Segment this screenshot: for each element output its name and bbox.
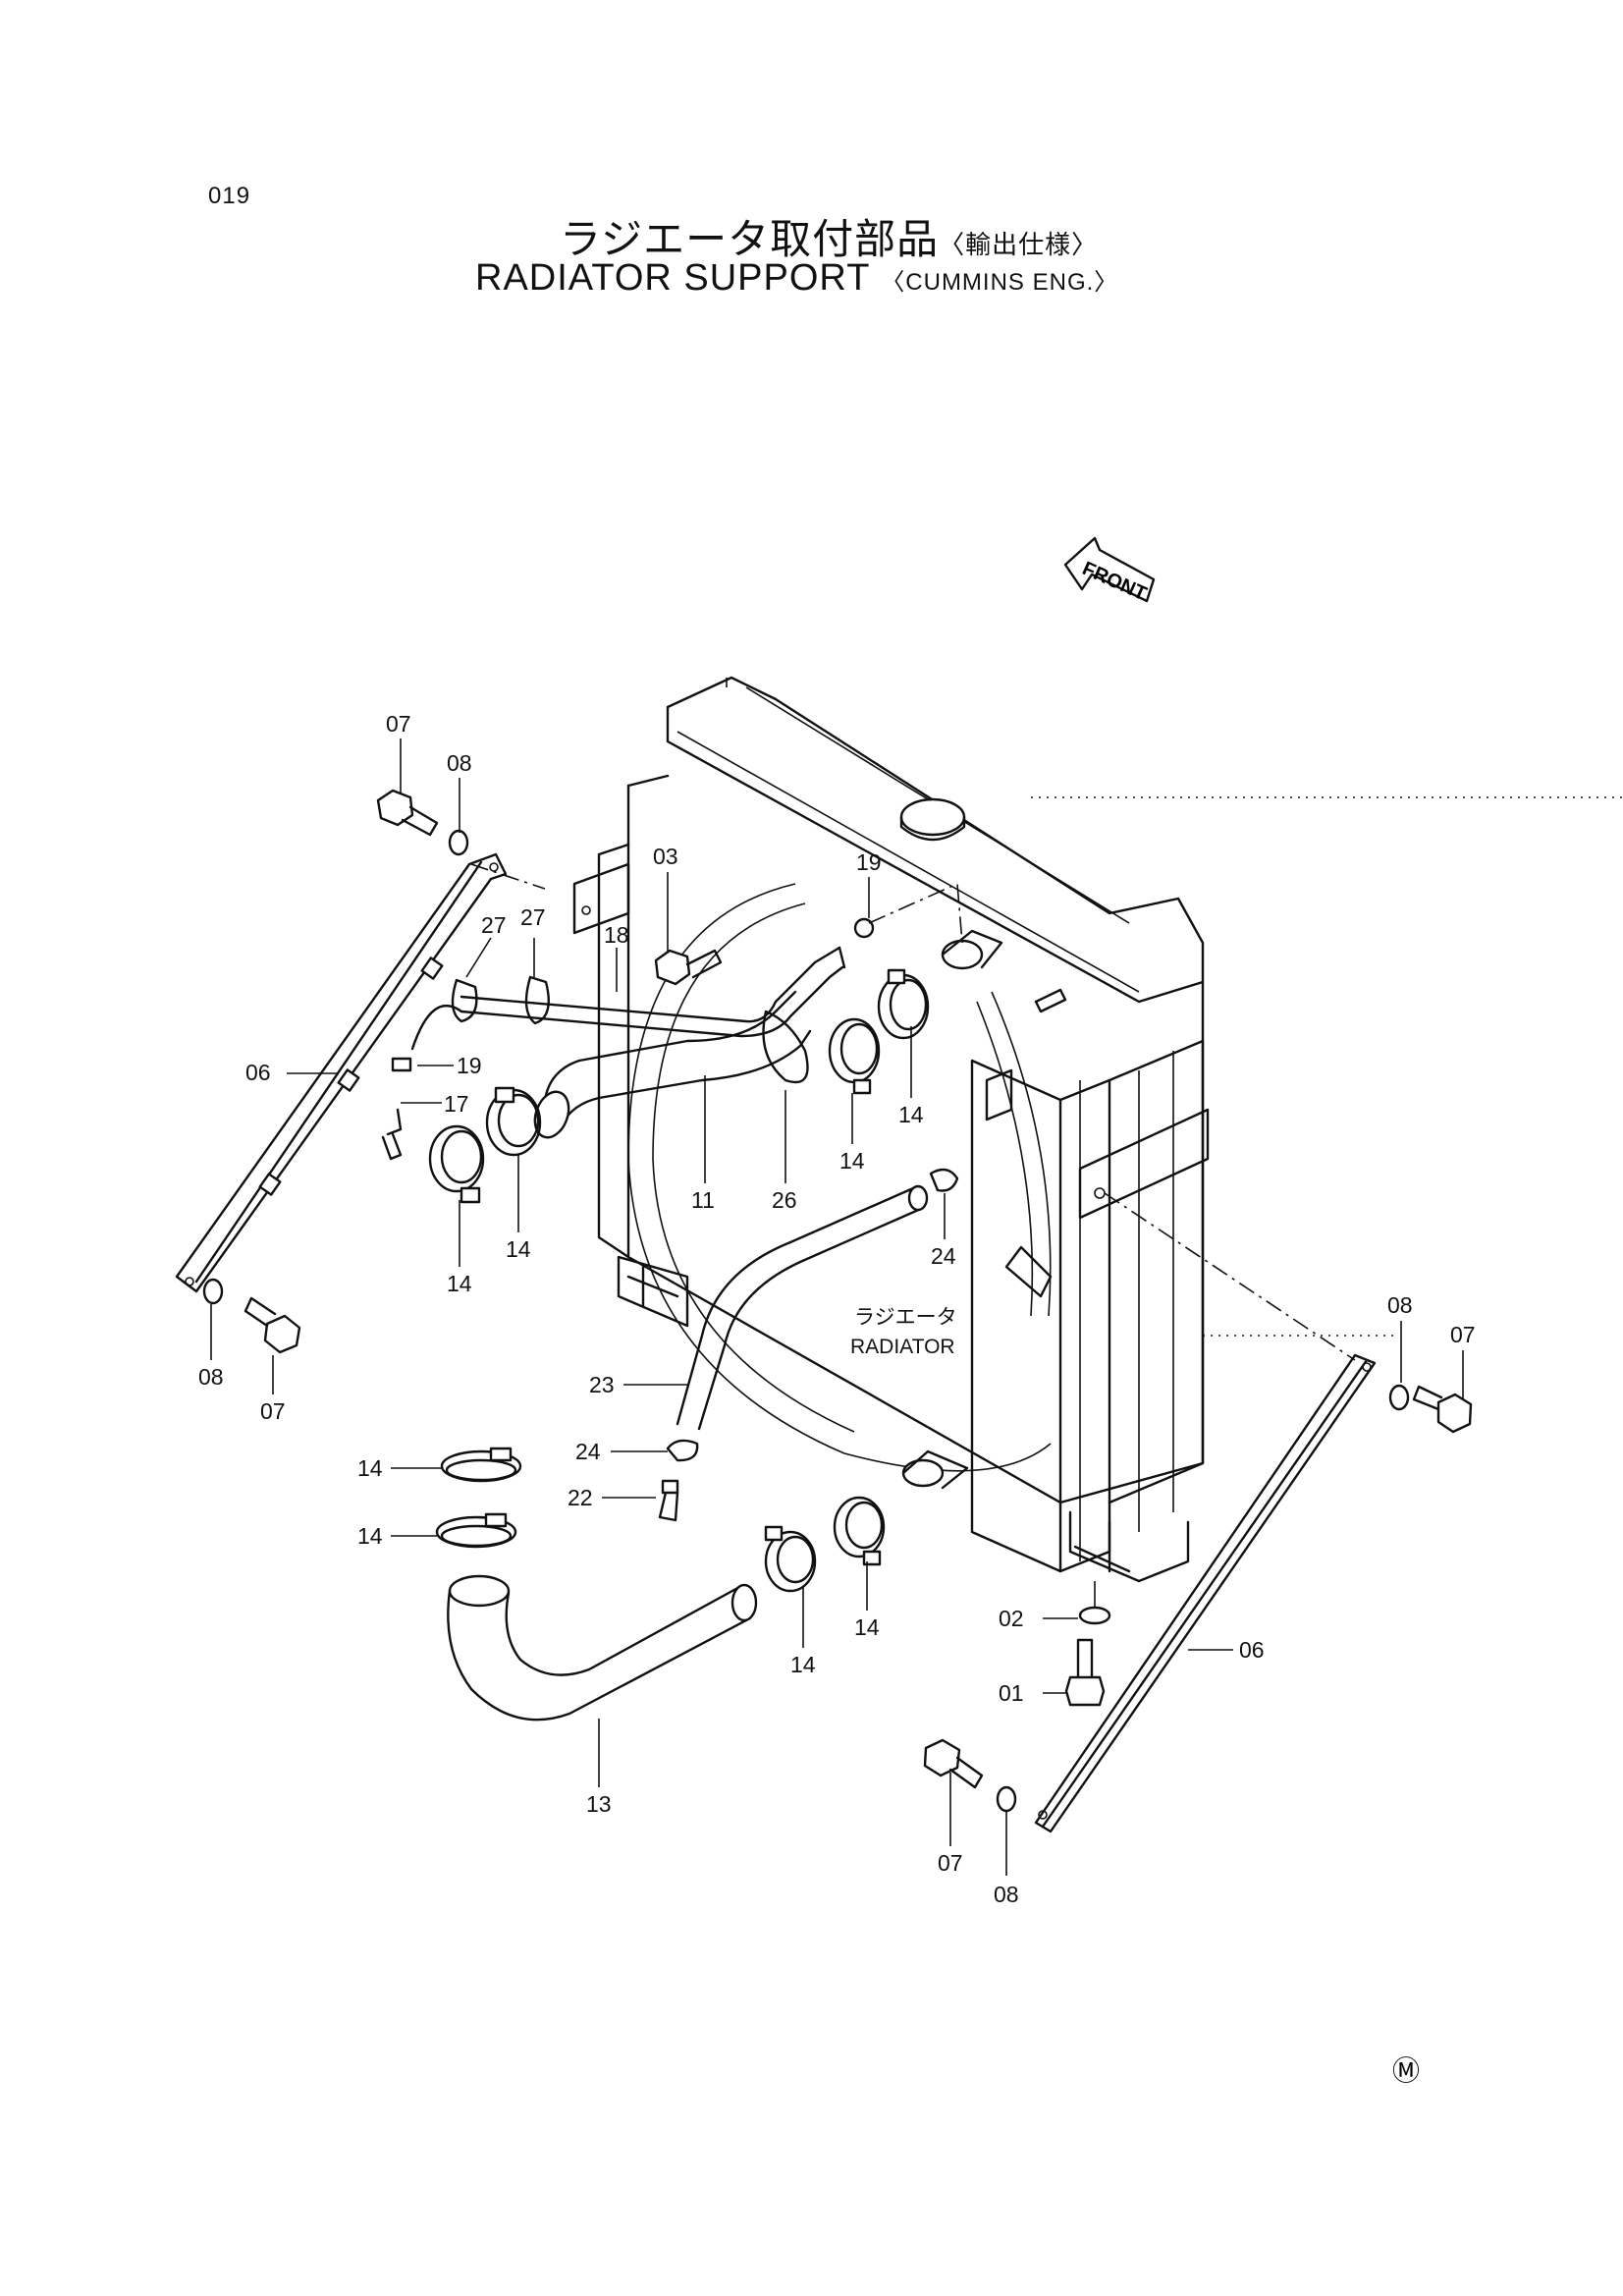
- title-english: RADIATOR SUPPORT 〈CUMMINS ENG.〉: [475, 257, 1118, 300]
- bolt-icon: [376, 789, 439, 837]
- callout-18: 18: [604, 922, 629, 948]
- hose-clamp-icon: [828, 1017, 881, 1095]
- hose-clamp-icon: [440, 1447, 522, 1483]
- callout-01: 01: [999, 1680, 1024, 1706]
- washer-icon: [1388, 1384, 1410, 1411]
- hose-clamp-icon: [485, 1086, 542, 1157]
- callout-19: 19: [856, 849, 882, 875]
- callout-14: 14: [447, 1271, 472, 1296]
- hose-clamp-icon: [877, 968, 930, 1040]
- callout-14: 14: [898, 1102, 924, 1127]
- washer-icon: [448, 829, 469, 856]
- front-arrow-icon: FRONT: [1063, 536, 1156, 605]
- callout-11: 11: [691, 1187, 715, 1213]
- callout-06: 06: [245, 1060, 271, 1085]
- bolt-icon: [923, 1738, 984, 1789]
- callout-22: 22: [568, 1485, 593, 1510]
- washer-icon: [1078, 1606, 1111, 1625]
- callout-14: 14: [506, 1236, 531, 1262]
- radiator-label-ja: ラジエータ: [854, 1306, 957, 1329]
- front-label: FRONT: [1079, 558, 1150, 605]
- callout-07: 07: [1450, 1322, 1476, 1347]
- clamp-27: [451, 978, 478, 1023]
- title-en-note: 〈CUMMINS ENG.〉: [881, 269, 1119, 296]
- clamp-19: [391, 1057, 412, 1072]
- callout-07: 07: [386, 711, 411, 737]
- hose-clamp-icon: [435, 1512, 517, 1549]
- hose-clamp-icon: [764, 1525, 817, 1593]
- bolt-icon: [243, 1296, 301, 1354]
- stay-rod-right: [1034, 1353, 1377, 1833]
- align-line-3: [868, 882, 963, 944]
- drain-cock-22: [658, 1479, 679, 1522]
- callout-03: 03: [653, 844, 678, 869]
- title-en-main: RADIATOR SUPPORT: [475, 257, 870, 299]
- callout-labels: 07 08 03 19 27 27 18 06 19 17 14 14 11 2…: [198, 711, 1476, 1907]
- callout-14: 14: [357, 1455, 383, 1481]
- hose-clamp-icon: [428, 1124, 485, 1204]
- callout-13: 13: [586, 1791, 612, 1817]
- leader-lines: [210, 738, 1464, 1876]
- callout-14: 14: [854, 1614, 880, 1640]
- align-line-2: [1104, 1192, 1356, 1361]
- clamp-26: [762, 1010, 809, 1084]
- callout-08: 08: [1387, 1292, 1413, 1318]
- clamp-24: [929, 1168, 959, 1192]
- stay-rod-left: [175, 852, 508, 1293]
- callout-07: 07: [938, 1850, 963, 1876]
- upper-hose-11: [533, 990, 812, 1139]
- title-ja-note: 〈輸出仕様〉: [939, 230, 1099, 259]
- callout-08: 08: [447, 750, 472, 776]
- callout-24: 24: [575, 1439, 601, 1464]
- callout-19: 19: [457, 1053, 482, 1078]
- callout-07: 07: [260, 1398, 286, 1424]
- callout-23: 23: [589, 1372, 615, 1397]
- callout-27: 27: [481, 912, 507, 938]
- radiator-core: [572, 676, 1623, 1583]
- bolt-icon: [1064, 1638, 1106, 1707]
- hose-clamp-icon: [833, 1496, 886, 1566]
- clamp-24: [666, 1439, 699, 1462]
- manual-mark: Ⓜ: [1392, 2054, 1420, 2087]
- clip-icon: [853, 917, 875, 939]
- clamp-27: [524, 975, 550, 1025]
- callout-08: 08: [994, 1882, 1019, 1907]
- title-ja-main: ラジエータ取付部品: [560, 216, 940, 262]
- align-line-1: [470, 863, 546, 890]
- hose-23: [676, 1184, 929, 1431]
- washer-icon: [202, 1278, 224, 1305]
- callout-26: 26: [772, 1187, 797, 1213]
- washer-icon: [996, 1785, 1017, 1813]
- fitting-17: [381, 1108, 403, 1161]
- callout-02: 02: [999, 1606, 1024, 1631]
- callout-08: 08: [198, 1364, 224, 1390]
- callout-27: 27: [520, 904, 546, 930]
- title-japanese: ラジエータ取付部品〈輸出仕様〉: [560, 206, 1098, 266]
- callout-14: 14: [790, 1652, 816, 1677]
- callout-24: 24: [931, 1243, 956, 1269]
- page-number: 019: [208, 183, 251, 209]
- bolt-icon: [654, 949, 723, 986]
- callout-06: 06: [1239, 1637, 1265, 1663]
- lower-hose-13: [447, 1574, 758, 1722]
- bolt-icon: [1412, 1385, 1473, 1434]
- callout-14: 14: [357, 1523, 383, 1549]
- callout-14: 14: [839, 1148, 865, 1174]
- callout-17: 17: [444, 1091, 469, 1117]
- radiator-label-en: RADIATOR: [850, 1336, 955, 1358]
